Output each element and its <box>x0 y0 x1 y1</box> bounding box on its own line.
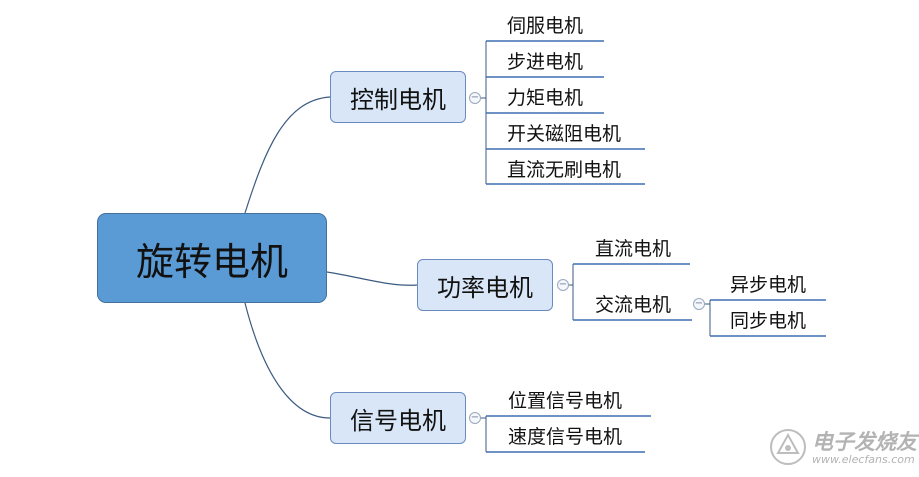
watermark-logo-icon <box>770 429 806 465</box>
root-label: 旋转电机 <box>135 239 288 284</box>
leaf-node[interactable]: 力矩电机 <box>507 87 584 109</box>
collapse-toggle-icon[interactable]: − <box>469 92 481 104</box>
connector-root-signal <box>244 302 331 419</box>
root-node[interactable]: 旋转电机 <box>97 213 327 303</box>
leaf-node[interactable]: 开关磁阻电机 <box>507 123 622 145</box>
watermark-url: www.elecfans.com <box>812 453 915 466</box>
connector-root-control <box>244 96 331 214</box>
watermark: 电子发烧友 www.elecfans.com <box>768 424 917 470</box>
branch-label-control: 控制电机 <box>350 85 446 114</box>
connector-ac-bracket <box>704 300 711 336</box>
leaf-node[interactable]: 异步电机 <box>730 274 807 296</box>
collapse-toggle-icon[interactable]: − <box>557 279 569 291</box>
leaf-node[interactable]: 速度信号电机 <box>508 426 623 448</box>
connector-root-power <box>326 271 418 286</box>
branch-label-signal: 信号电机 <box>350 406 446 435</box>
watermark-name: 电子发烧友 <box>812 430 917 454</box>
connector-control-bracket <box>477 41 487 184</box>
leaf-node[interactable]: 直流无刷电机 <box>507 159 622 181</box>
leaf-node[interactable]: 直流电机 <box>595 238 672 260</box>
connector-power-bracket <box>565 264 574 320</box>
leaf-node[interactable]: 位置信号电机 <box>508 390 623 412</box>
branch-node-signal[interactable]: 信号电机 <box>330 392 466 444</box>
leaf-node[interactable]: 步进电机 <box>507 51 584 73</box>
leaf-node[interactable]: 同步电机 <box>730 310 807 332</box>
branch-node-control[interactable]: 控制电机 <box>330 71 466 123</box>
leaf-node[interactable]: 交流电机 <box>595 294 672 316</box>
branch-label-power: 功率电机 <box>437 273 533 302</box>
collapse-toggle-icon[interactable]: − <box>693 298 705 310</box>
leaf-node[interactable]: 伺服电机 <box>507 15 584 37</box>
collapse-toggle-icon[interactable]: − <box>469 412 481 424</box>
branch-node-power[interactable]: 功率电机 <box>417 259 553 311</box>
